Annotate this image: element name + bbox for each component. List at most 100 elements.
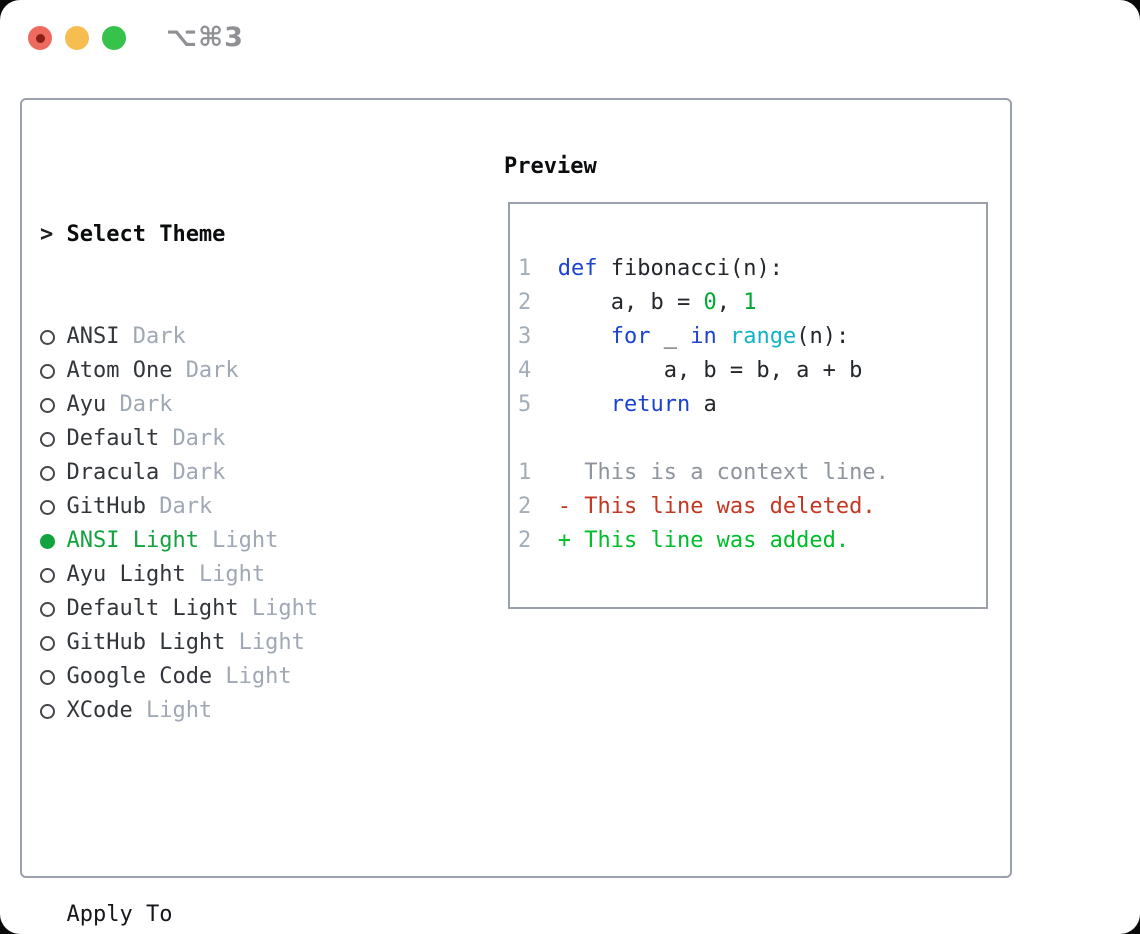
theme-variant: Dark	[185, 358, 239, 383]
radio-marker	[40, 465, 66, 481]
spacer	[40, 796, 424, 830]
theme-item-atom-one[interactable]: Atom One Dark	[40, 354, 424, 388]
radio-icon	[40, 635, 55, 651]
theme-name: Google Code	[66, 664, 213, 689]
radio-icon	[40, 329, 55, 345]
radio-marker	[40, 397, 66, 413]
radio-icon	[40, 499, 55, 515]
line-number: 4	[518, 358, 532, 383]
radio-marker	[40, 431, 66, 447]
theme-name: GitHub Light	[66, 630, 226, 655]
radio-icon	[40, 397, 55, 413]
code-token	[531, 392, 610, 417]
zoom-button[interactable]	[102, 26, 126, 50]
theme-name: Atom One	[66, 358, 173, 383]
code-token: - This line was deleted.	[531, 494, 876, 519]
code-token	[717, 324, 730, 349]
theme-list-header-row: > Select Theme	[40, 218, 424, 252]
line-number: 2	[518, 290, 532, 315]
traffic-lights	[28, 26, 126, 50]
radio-icon	[40, 601, 55, 617]
preview-title: Preview	[504, 154, 597, 179]
code-token: def	[557, 256, 598, 281]
radio-marker	[40, 329, 66, 345]
theme-variant: Dark	[172, 460, 226, 485]
code-token: This is a context line.	[531, 460, 889, 485]
theme-variant: Light	[212, 528, 279, 553]
close-button[interactable]	[28, 26, 52, 50]
code-token: return	[610, 392, 691, 417]
radio-marker	[40, 533, 66, 549]
preview-line: 3 for _ in range(n):	[518, 320, 986, 354]
radio-marker	[40, 567, 66, 583]
theme-variant: Light	[238, 630, 305, 655]
theme-variant: Light	[145, 698, 213, 723]
theme-item-github-light[interactable]: GitHub Light Light	[40, 626, 424, 660]
preview-line: 2 - This line was deleted.	[518, 490, 986, 524]
preview-line: 4 a, b = b, a + b	[518, 354, 986, 388]
theme-item-default[interactable]: Default Dark	[40, 422, 424, 456]
window-title: ⌥⌘3	[166, 22, 244, 53]
theme-name: ANSI Light	[66, 528, 199, 553]
theme-list-title: Select Theme	[66, 222, 226, 247]
apply-to-header-row: Apply To	[40, 898, 424, 932]
code-token	[531, 324, 610, 349]
titlebar: ⌥⌘3	[0, 0, 1140, 76]
preview-column: Preview 1 def fibonacci(n): 2 a, b = 0, 1…	[504, 150, 988, 609]
line-number: 1	[518, 256, 532, 281]
preview-line: 2 + This line was added.	[518, 524, 986, 558]
theme-variant: Dark	[159, 494, 213, 519]
preview-line: 1 This is a context line.	[518, 456, 986, 490]
theme-name: Default	[66, 426, 160, 451]
radio-marker	[40, 499, 66, 515]
preview-line: 1 def fibonacci(n):	[518, 252, 986, 286]
theme-variant: Dark	[119, 392, 173, 417]
radio-selected-icon	[40, 533, 55, 549]
line-number: 2	[518, 528, 532, 553]
code-token: range	[729, 324, 797, 349]
theme-item-dracula[interactable]: Dracula Dark	[40, 456, 424, 490]
preview-box: 1 def fibonacci(n): 2 a, b = 0, 1 3 for _ …	[508, 202, 988, 609]
apply-to-title: Apply To	[66, 902, 173, 927]
theme-item-ayu[interactable]: Ayu Dark	[40, 388, 424, 422]
code-token: a, b =	[531, 290, 704, 315]
code-token: 0	[703, 290, 717, 315]
theme-item-ansi-light[interactable]: ANSI Light Light	[40, 524, 424, 558]
code-token: _	[650, 324, 691, 349]
radio-icon	[40, 363, 55, 379]
theme-variant: Dark	[172, 426, 226, 451]
theme-variant: Dark	[132, 324, 186, 349]
preview-line: 5 return a	[518, 388, 986, 422]
radio-icon	[40, 465, 55, 481]
code-token: in	[690, 324, 717, 349]
preview-code: 1 def fibonacci(n): 2 a, b = 0, 1 3 for _ …	[518, 252, 986, 558]
line-number: 1	[518, 460, 532, 485]
selection-cursor-icon: >	[40, 222, 54, 247]
theme-variant: Light	[251, 596, 319, 621]
code-token: ,	[716, 290, 744, 315]
theme-variant: Light	[198, 562, 266, 587]
close-dot-icon	[35, 33, 45, 43]
theme-name: Ayu	[66, 392, 107, 417]
code-token: a	[690, 392, 717, 417]
minimize-button[interactable]	[65, 26, 89, 50]
radio-icon	[40, 703, 55, 719]
radio-marker	[40, 601, 66, 617]
radio-marker	[40, 635, 66, 651]
code-token: for	[610, 324, 651, 349]
line-number: 3	[518, 324, 532, 349]
code-token: + This line was added.	[531, 528, 850, 553]
preview-line	[518, 422, 986, 456]
radio-icon	[40, 567, 55, 583]
theme-name: Dracula	[66, 460, 160, 485]
radio-marker	[40, 669, 66, 685]
